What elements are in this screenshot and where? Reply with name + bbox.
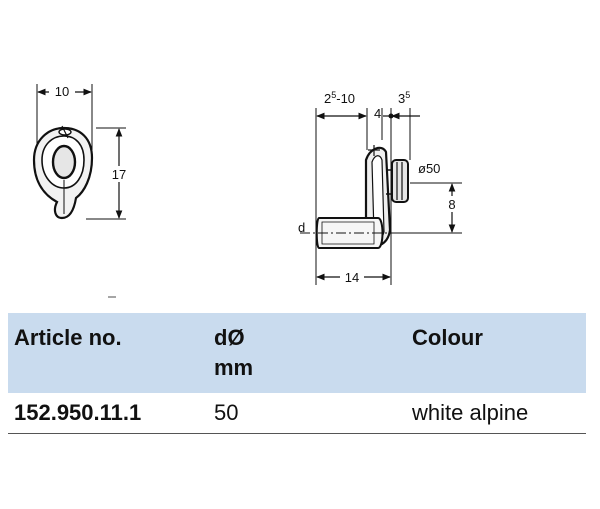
header-diameter-symbol: dØ	[214, 325, 245, 350]
diameter-label: ø50	[418, 161, 440, 176]
front-part-outline	[32, 125, 94, 220]
offset-dim-label: 25-10	[324, 90, 355, 106]
width-dim-label: 10	[55, 84, 69, 99]
table-header: Article no. dØ mm Colour	[8, 313, 586, 393]
table-row: 152.950.11.1 50 white alpine	[8, 393, 586, 434]
dim-14-label: 14	[345, 270, 359, 285]
cell-diameter: 50	[214, 400, 239, 425]
height-dim-label: 17	[112, 167, 126, 182]
side-view: 25-10 4 35 ø50 8	[298, 90, 462, 285]
dim-3-label: 35	[398, 90, 410, 106]
technical-drawing: 10 17 25-10 4 35	[32, 84, 462, 298]
dim-4-label: 4	[374, 106, 381, 121]
front-view: 10 17	[32, 84, 130, 298]
spec-table: Article no. dØ mm Colour 152.950.11.1 50…	[8, 313, 586, 434]
cell-article-no: 152.950.11.1	[14, 400, 142, 425]
cell-colour: white alpine	[412, 400, 529, 425]
header-diameter-unit: mm	[214, 355, 254, 380]
header-colour: Colour	[412, 325, 483, 350]
dim-8-label: 8	[448, 197, 455, 212]
header-diameter: dØ mm	[214, 323, 253, 383]
pipe-d-label: d	[298, 220, 305, 235]
header-article-no: Article no.	[14, 325, 122, 350]
